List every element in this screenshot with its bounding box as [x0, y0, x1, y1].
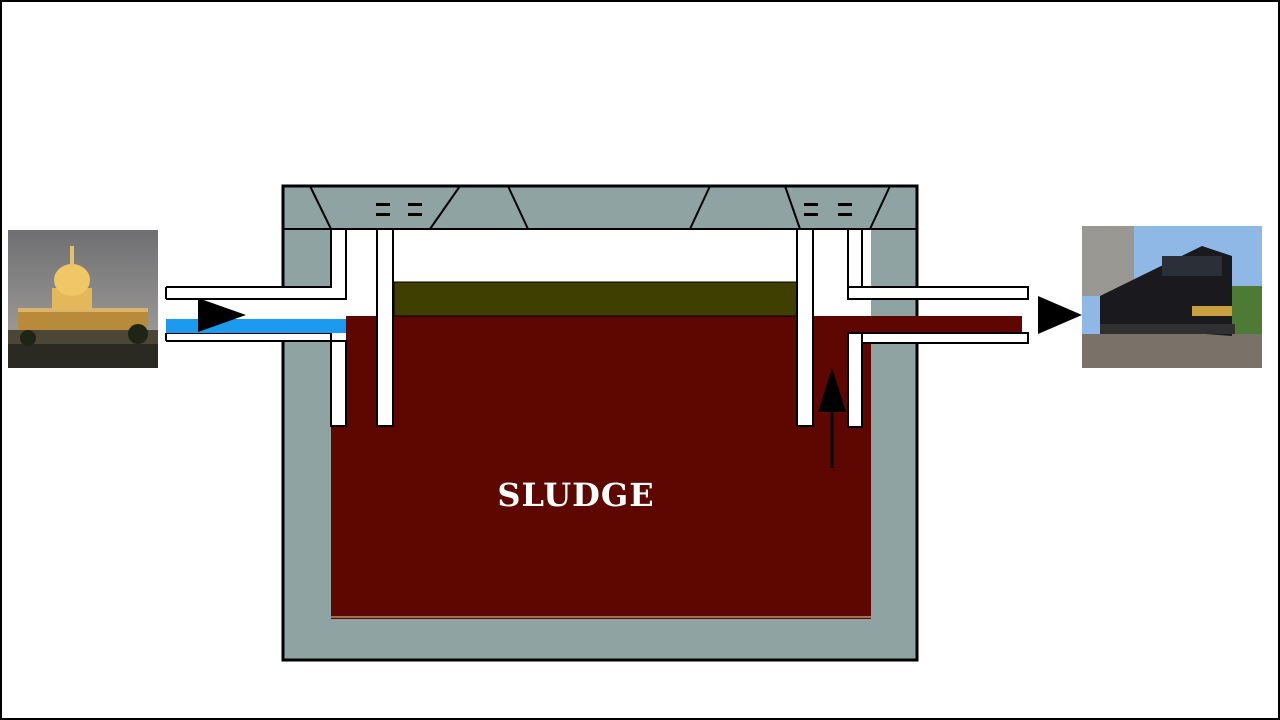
locomotive-image — [1082, 226, 1262, 368]
up-arrow-icon — [818, 368, 846, 468]
scum-layer — [393, 281, 801, 317]
outflow-arrow-icon — [1038, 296, 1082, 334]
outlet-baffle — [796, 228, 814, 427]
outlet-pipe — [847, 228, 1029, 428]
inlet-pipe — [165, 228, 347, 427]
inflow-arrow-icon — [198, 298, 246, 332]
capitol-building-image — [8, 230, 158, 368]
lid-handle-marks — [376, 203, 852, 216]
sludge-label: SLUDGE — [497, 476, 655, 514]
locomotive-icon — [1082, 226, 1262, 368]
capitol-building-icon — [8, 230, 158, 368]
sludge-layer — [331, 316, 871, 619]
inlet-baffle — [376, 228, 394, 427]
